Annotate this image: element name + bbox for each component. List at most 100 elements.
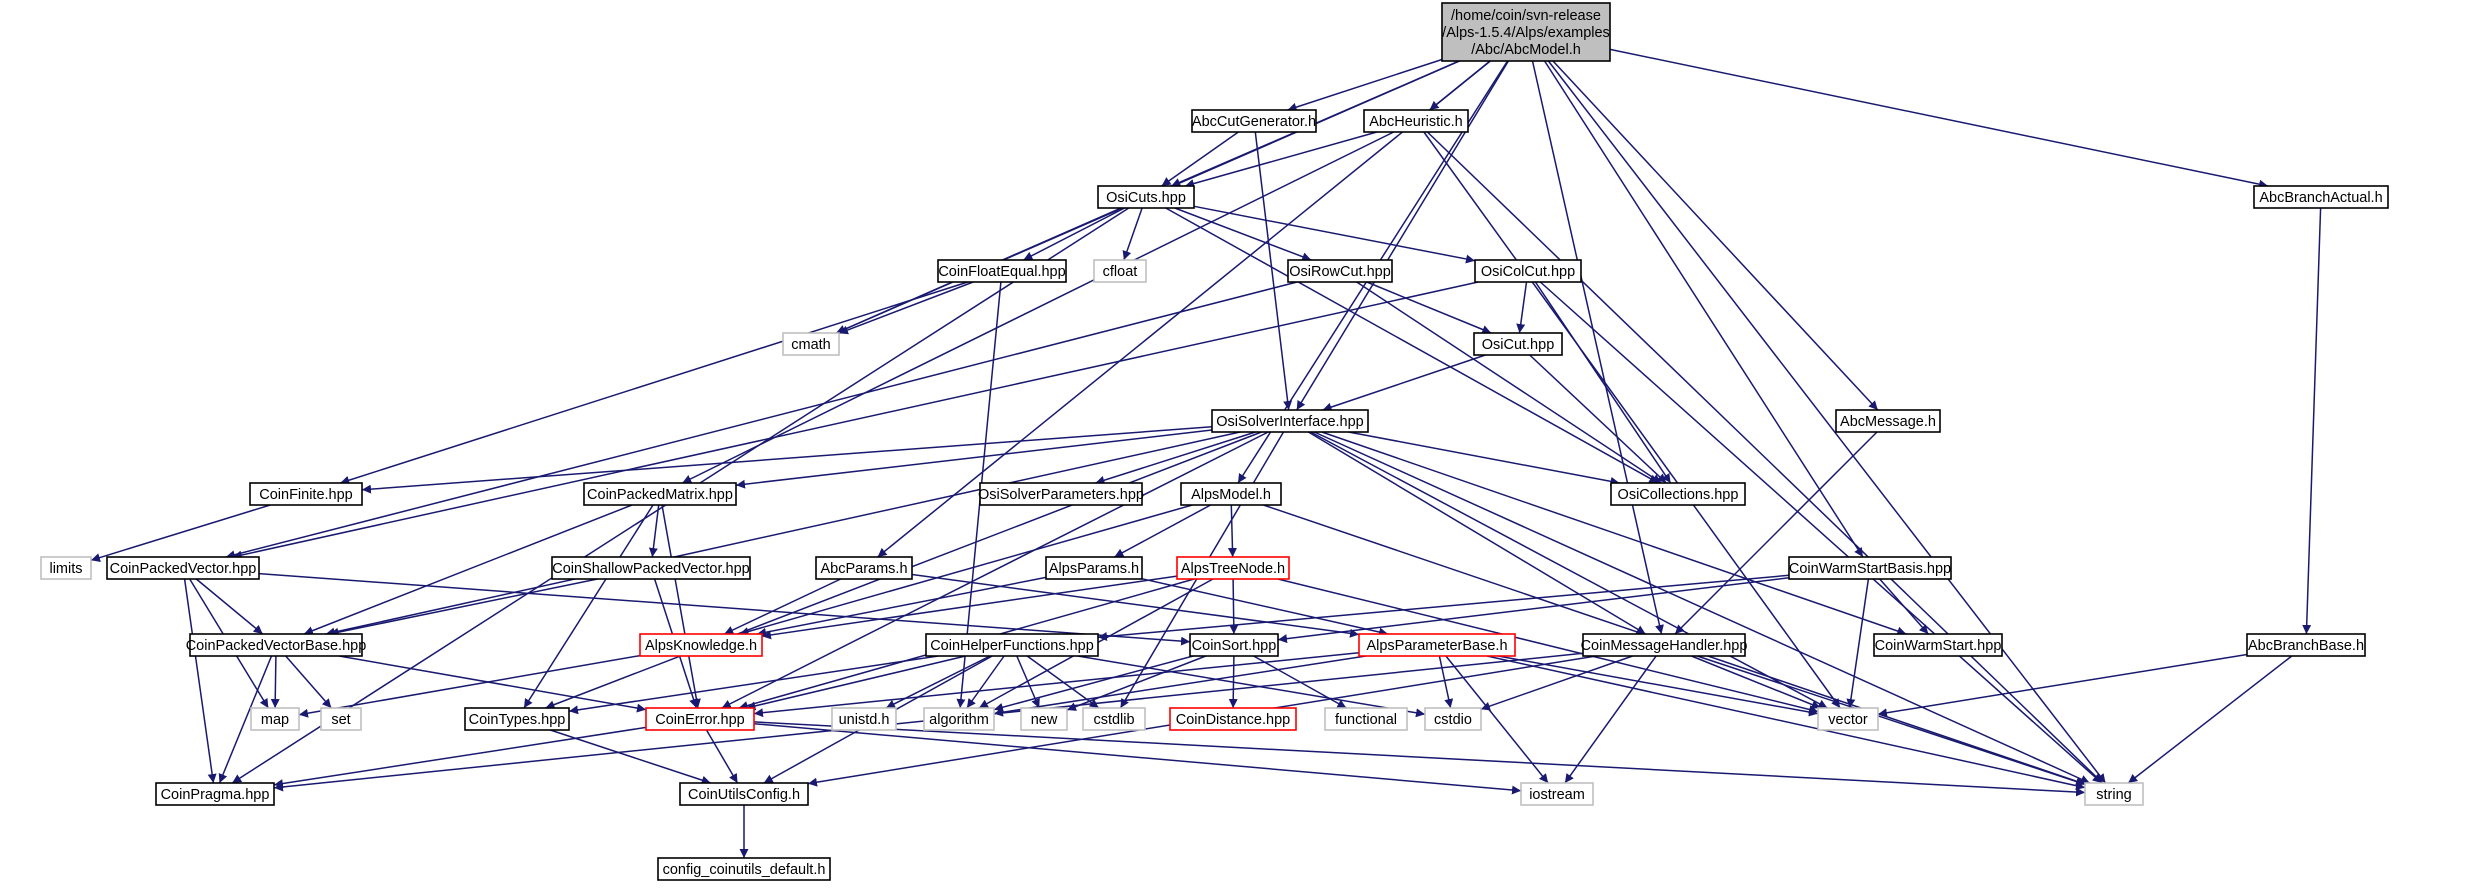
edge-abcheuristic-to-coinpackedmatrix: [681, 131, 1395, 484]
node-coinpragma[interactable]: CoinPragma.hpp: [155, 782, 275, 806]
node-box: [551, 556, 751, 580]
node-functional[interactable]: functional: [1324, 707, 1408, 731]
node-abcmessage[interactable]: AbcMessage.h: [1835, 409, 1941, 433]
node-box: [657, 857, 831, 881]
node-cmath[interactable]: cmath: [782, 332, 840, 356]
node-alpsknowledge[interactable]: AlpsKnowledge.h: [639, 633, 763, 657]
node-label: AlpsTreeNode.h: [1181, 561, 1285, 577]
node-label: CoinDistance.hpp: [1176, 712, 1290, 728]
edge-abcmessage-to-coinmessagehandler: [1674, 431, 1878, 635]
edge-osisolverinterface-to-coinwarmstart: [1321, 431, 1907, 636]
node-map[interactable]: map: [250, 707, 300, 731]
node-osisolverinterface[interactable]: OsiSolverInterface.hpp: [1211, 409, 1369, 433]
edge-osicuts-to-osicolcut: [1193, 205, 1476, 264]
edge-abccutgenerator-to-osisolverinterface: [1254, 131, 1293, 411]
node-coinmessagehandler[interactable]: CoinMessageHandler.hpp: [1581, 633, 1748, 657]
node-osicut[interactable]: OsiCut.hpp: [1473, 332, 1563, 356]
edge-osisolverinterface-to-coinerror: [721, 431, 1269, 709]
node-alpsparams[interactable]: AlpsParams.h: [1045, 556, 1143, 580]
node-cstdio[interactable]: cstdio: [1424, 707, 1482, 731]
node-coinwarmstartbasis[interactable]: CoinWarmStartBasis.hpp: [1788, 556, 1952, 580]
node-alpsparameterbase[interactable]: AlpsParameterBase.h: [1358, 633, 1516, 657]
edge-alpsmodel-to-alpsparams: [1114, 504, 1211, 558]
node-osicolcut[interactable]: OsiColCut.hpp: [1474, 259, 1582, 283]
edge-osisolverinterface-to-coinpackedvectorbase: [325, 431, 1241, 637]
node-coinfinite[interactable]: CoinFinite.hpp: [249, 482, 363, 506]
node-coinpackedvectorbase[interactable]: CoinPackedVectorBase.hpp: [186, 633, 367, 657]
node-string[interactable]: string: [2084, 782, 2144, 806]
node-coinshallowpackedvector[interactable]: CoinShallowPackedVector.hpp: [551, 556, 751, 580]
node-label: AbcBranchBase.h: [2248, 638, 2364, 654]
node-abcheuristic[interactable]: AbcHeuristic.h: [1363, 109, 1469, 133]
node-iostream[interactable]: iostream: [1520, 782, 1594, 806]
node-box: [1093, 259, 1147, 283]
edge-coinmessagehandler-to-cstdio: [1480, 655, 1633, 711]
edge-osirowcut-to-osicut: [1366, 281, 1492, 334]
edge-osirowcut-to-coinpackedvector: [225, 281, 1298, 560]
edge-abcmodel-to-abcparams: [877, 60, 1491, 558]
node-osirowcut[interactable]: OsiRowCut.hpp: [1287, 259, 1393, 283]
edge-coinerror-to-string: [753, 721, 2086, 797]
edge-abcmodel-to-string: [1547, 60, 2107, 784]
edge-cointypes-to-coinutilsconfig: [550, 729, 711, 785]
node-coinsort[interactable]: CoinSort.hpp: [1189, 633, 1279, 657]
node-abccutgenerator[interactable]: AbcCutGenerator.h: [1191, 109, 1317, 133]
node-abcbranchbase[interactable]: AbcBranchBase.h: [2246, 633, 2366, 657]
node-osicollections[interactable]: OsiCollections.hpp: [1610, 482, 1746, 506]
node-box: [1424, 707, 1482, 731]
edge-abcbranchactual-to-abcbranchbase: [2302, 207, 2322, 635]
node-cointypes[interactable]: CoinTypes.hpp: [464, 707, 570, 731]
node-vector[interactable]: vector: [1817, 707, 1879, 731]
node-box: [782, 332, 840, 356]
node-abcbranchactual[interactable]: AbcBranchActual.h: [2253, 185, 2389, 209]
node-coinerror[interactable]: CoinError.hpp: [645, 707, 755, 731]
edge-alpsparams-to-alpsparameterbase: [1141, 578, 1389, 637]
node-coinpackedmatrix[interactable]: CoinPackedMatrix.hpp: [583, 482, 737, 506]
node-coinwarmstart[interactable]: CoinWarmStart.hpp: [1873, 633, 2003, 657]
node-new[interactable]: new: [1020, 707, 1068, 731]
node-coinfloatequal[interactable]: CoinFloatEqual.hpp: [937, 259, 1067, 283]
node-algorithm[interactable]: algorithm: [923, 707, 995, 731]
node-label: vector: [1828, 712, 1868, 728]
edge-alpsparameterbase-to-string: [1486, 655, 2086, 791]
node-coinhelperfunctions[interactable]: CoinHelperFunctions.hpp: [925, 633, 1099, 657]
node-box: [1441, 2, 1611, 62]
edge-coinsort-to-new: [1066, 655, 1207, 711]
node-cstdlib[interactable]: cstdlib: [1082, 707, 1146, 731]
node-label: config_coinutils_default.h: [663, 862, 826, 878]
node-abcmodel[interactable]: /home/coin/svn-release/Alps-1.5.4/Alps/e…: [1441, 2, 1611, 62]
edge-abcbranchbase-to-vector: [1877, 653, 2248, 718]
edge-osisolverinterface-to-osicollections: [1348, 431, 1620, 486]
edge-osisolverinterface-to-coinpackedmatrix: [735, 429, 1213, 489]
node-configcoinutils[interactable]: config_coinutils_default.h: [657, 857, 831, 881]
edge-coinwarmstartbasis-to-vector: [1846, 578, 1870, 709]
edge-coinhelperfunctions-to-new: [1016, 655, 1040, 709]
node-label: OsiCut.hpp: [1482, 337, 1555, 353]
node-box: [679, 782, 809, 806]
node-coindistance[interactable]: CoinDistance.hpp: [1169, 707, 1297, 731]
node-set[interactable]: set: [320, 707, 362, 731]
node-box: [645, 707, 755, 731]
node-alpsmodel[interactable]: AlpsModel.h: [1180, 482, 1282, 506]
edge-coinmessagehandler-to-vector: [1691, 655, 1821, 709]
node-limits[interactable]: limits: [40, 556, 92, 580]
node-label: cfloat: [1103, 264, 1138, 280]
edge-coinwarmstartbasis-to-coinhelperfunctions: [1097, 574, 1790, 641]
node-box: [1287, 259, 1393, 283]
node-cfloat[interactable]: cfloat: [1093, 259, 1147, 283]
node-osicuts[interactable]: OsiCuts.hpp: [1097, 185, 1195, 209]
node-label: CoinFinite.hpp: [259, 487, 353, 503]
node-unistd[interactable]: unistd.h: [831, 707, 897, 731]
node-coinutilsconfig[interactable]: CoinUtilsConfig.h: [679, 782, 809, 806]
node-box: [2253, 185, 2389, 209]
node-label: AlpsParameterBase.h: [1366, 638, 1507, 654]
edge-alpsmodel-to-alpstreenode: [1227, 504, 1237, 558]
node-box: [1610, 482, 1746, 506]
node-coinpackedvector[interactable]: CoinPackedVector.hpp: [106, 556, 260, 580]
node-osisolverparameters[interactable]: OsiSolverParameters.hpp: [978, 482, 1144, 506]
node-label: AlpsModel.h: [1191, 487, 1271, 503]
node-label: CoinTypes.hpp: [469, 712, 566, 728]
edge-coinpackedvector-to-coinpragma: [183, 578, 217, 784]
node-alpstreenode[interactable]: AlpsTreeNode.h: [1176, 556, 1290, 580]
node-abcparams[interactable]: AbcParams.h: [815, 556, 913, 580]
